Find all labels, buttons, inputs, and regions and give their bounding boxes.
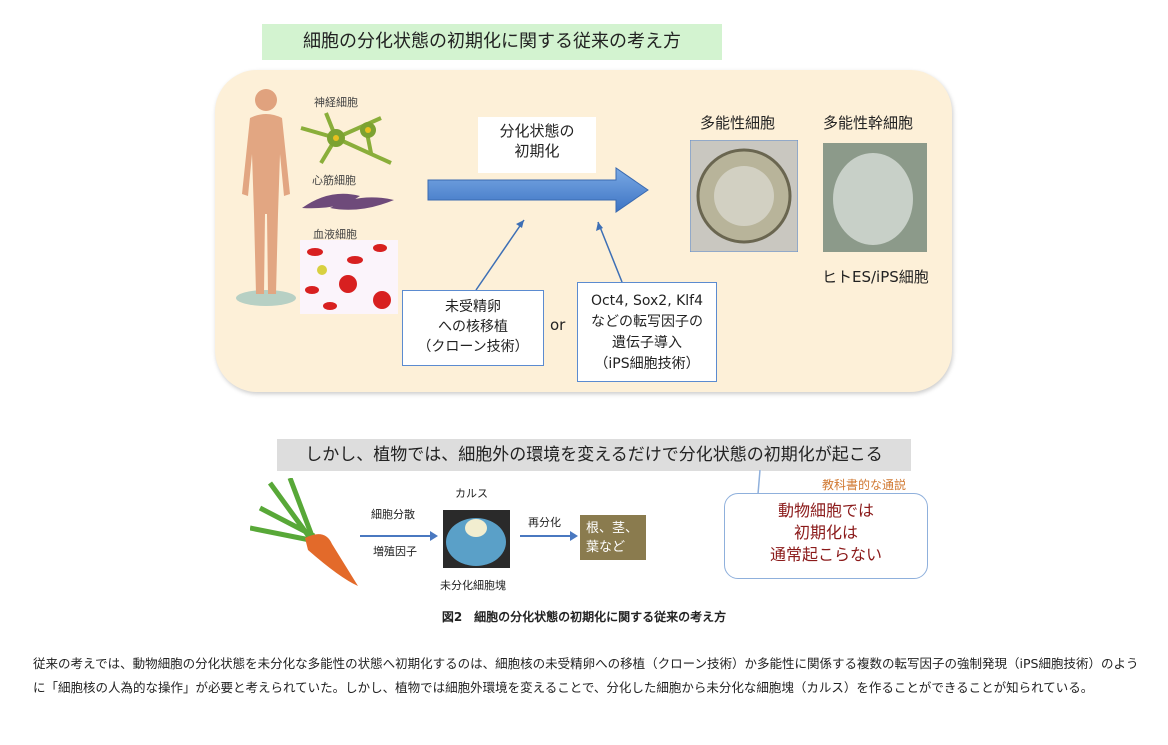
- textbook-view-header: 教科書的な通説: [822, 478, 907, 492]
- method-line: 遺伝子導入: [612, 335, 682, 351]
- redifferentiation-label: 再分化: [528, 516, 561, 529]
- blood-label: 血液細胞: [313, 228, 357, 241]
- pluripotent-cell-label: 多能性細胞: [700, 114, 776, 132]
- nuclear-transfer-box: 未受精卵 への核移植 （クローン技術）: [402, 290, 544, 366]
- human-es-ips-label: ヒトES/iPS細胞: [822, 268, 929, 286]
- bubble-line: 動物細胞では: [777, 501, 874, 520]
- textbook-view-bubble: 動物細胞では 初期化は 通常起こらない: [724, 493, 928, 579]
- method-line: などの転写因子の: [591, 314, 703, 330]
- undifferentiated-mass-label: 未分化細胞塊: [440, 579, 506, 592]
- organs-line: 葉など: [586, 540, 626, 555]
- cardiac-cell-icon: [302, 193, 394, 210]
- figure-caption: 図2 細胞の分化状態の初期化に関する従来の考え方: [441, 610, 727, 624]
- growth-factor-label: 増殖因子: [373, 545, 417, 558]
- reprogramming-label: 分化状態の 初期化: [478, 117, 596, 173]
- stem-cell-colony-image: [823, 143, 927, 252]
- pluripotent-cell-image: [690, 140, 798, 252]
- ips-method-box: Oct4, Sox2, Klf4 などの転写因子の 遺伝子導入 （iPS細胞技術…: [577, 282, 717, 382]
- explanation-paragraph: 従来の考えでは、動物細胞の分化状態を未分化な多能性の状態へ初期化するのは、細胞核…: [33, 656, 1139, 695]
- cardiac-label: 心筋細胞: [312, 174, 356, 187]
- figure-title: 細胞の分化状態の初期化に関する従来の考え方: [262, 24, 722, 60]
- human-body-icon: [236, 89, 296, 306]
- method-line: への核移植: [438, 319, 508, 335]
- carrot-icon: [250, 478, 358, 586]
- organs-line: 根、茎、: [586, 521, 639, 536]
- bubble-line: 初期化は: [793, 523, 858, 542]
- organs-box: 根、茎、 葉など: [580, 515, 646, 560]
- process-arrows: [360, 531, 578, 541]
- callus-label: カルス: [455, 487, 488, 500]
- blood-cells-icon: [300, 240, 398, 314]
- reprogramming-line: 初期化: [514, 142, 560, 160]
- method-line: （iPS細胞技術）: [594, 356, 700, 372]
- method-line: 未受精卵: [445, 299, 501, 315]
- pluripotent-stem-cell-label: 多能性幹細胞: [823, 114, 914, 132]
- plant-banner: しかし、植物では、細胞外の環境を変えるだけで分化状態の初期化が起こる: [277, 439, 911, 471]
- neuron-label: 神経細胞: [314, 96, 358, 109]
- reprogramming-arrows: [427, 167, 649, 291]
- or-label: or: [550, 316, 566, 334]
- callus-image: [443, 510, 510, 568]
- reprogramming-line: 分化状態の: [499, 122, 575, 140]
- neuron-icon: [300, 112, 392, 165]
- bubble-line: 通常起こらない: [769, 545, 882, 564]
- method-line: Oct4, Sox2, Klf4: [590, 293, 704, 309]
- dispersal-label: 細胞分散: [371, 508, 415, 521]
- method-line: （クローン技術）: [417, 339, 529, 355]
